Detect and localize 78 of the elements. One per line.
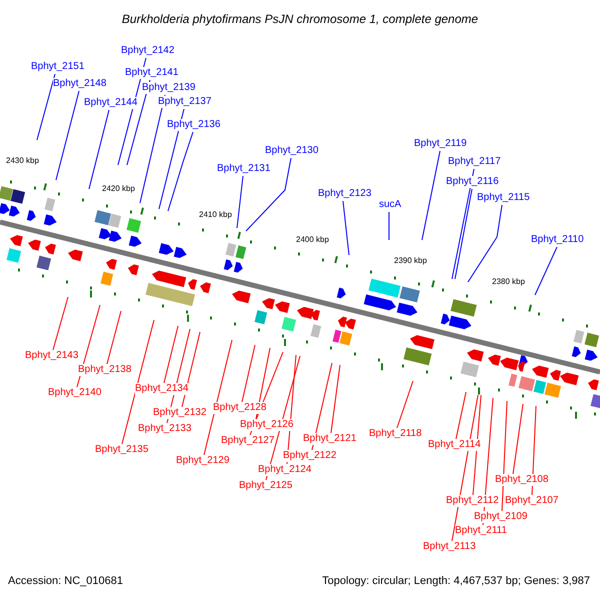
gene-label: Bphyt_2129 xyxy=(176,455,230,467)
gene-label: Bphyt_2109 xyxy=(474,511,528,523)
leader-line xyxy=(204,340,232,456)
leader-line xyxy=(388,212,390,240)
leader-line xyxy=(330,364,340,434)
gene-label: Bphyt_2110 xyxy=(531,234,584,246)
gene-label: Bphyt_2144 xyxy=(84,97,138,109)
leader-line xyxy=(454,188,472,280)
leader-line xyxy=(56,90,80,180)
leader-line xyxy=(76,304,100,388)
gene-label: Bphyt_2142 xyxy=(121,45,174,57)
gene-label: Bphyt_2126 xyxy=(240,419,294,431)
leader-line xyxy=(158,108,184,210)
leader-line xyxy=(164,326,178,384)
leader-line xyxy=(452,168,474,280)
gene-label: Bphyt_2131 xyxy=(217,163,270,175)
gene-label: Bphyt_2133 xyxy=(138,423,192,435)
gene-label: Bphyt_2134 xyxy=(135,383,188,395)
leader-line xyxy=(242,344,256,402)
gene-label: Bphyt_2123 xyxy=(318,188,372,200)
leader-line xyxy=(36,74,56,140)
gene-label: Bphyt_2132 xyxy=(153,407,206,419)
gene-label: Bphyt_2117 xyxy=(448,156,501,168)
gene-label: Bphyt_2136 xyxy=(167,119,220,131)
gene-label: Bphyt_2143 xyxy=(25,350,78,362)
scale-label: 2380 kbp xyxy=(492,276,525,288)
gene-label: Bphyt_2139 xyxy=(142,82,196,94)
gene-label: Bphyt_2114 xyxy=(428,439,481,451)
gene-label: Bphyt_2124 xyxy=(258,464,312,476)
leader-line xyxy=(396,380,414,428)
leader-line xyxy=(342,200,350,256)
genome-summary-text: Topology: circular; Length: 4,467,537 bp; Genes: 3,987 xyxy=(322,575,590,588)
leader-line xyxy=(122,320,154,444)
leader-line xyxy=(532,406,536,496)
gene-label: Bphyt_2151 xyxy=(31,61,84,73)
scale-label: 2410 kbp xyxy=(199,209,232,221)
gene-label: Bphyt_2135 xyxy=(95,444,148,456)
scale-label: 2390 kbp xyxy=(394,255,427,267)
leader-line xyxy=(534,246,558,296)
gene-label: Bphyt_2115 xyxy=(477,192,530,204)
leader-line xyxy=(422,150,440,240)
gene-label: Bphyt_2112 xyxy=(446,495,499,507)
leader-line xyxy=(88,110,110,190)
gene-label: Bphyt_2148 xyxy=(53,78,106,90)
gene-label: Bphyt_2121 xyxy=(303,433,356,445)
gene-label: Bphyt_2141 xyxy=(125,67,178,79)
leader-line xyxy=(106,310,122,364)
gene-label: Bphyt_2108 xyxy=(495,474,548,486)
leader-line xyxy=(456,392,466,440)
gene-label: Bphyt_2138 xyxy=(78,364,132,376)
gene-label: Bphyt_2128 xyxy=(213,402,266,414)
gene-label: Bphyt_2116 xyxy=(446,176,499,188)
accession-text: Accession: NC_010681 xyxy=(8,575,123,588)
leader-line xyxy=(236,176,244,228)
gene-label: Bphyt_2122 xyxy=(283,450,336,462)
leader-line xyxy=(512,404,524,474)
gene-label: Bphyt_2119 xyxy=(414,138,467,150)
leader-line xyxy=(126,80,150,166)
leader-line xyxy=(52,296,68,350)
gene-label: Bphyt_2113 xyxy=(423,541,476,553)
leader-line xyxy=(502,400,508,512)
gene-label: Bphyt_2127 xyxy=(221,435,274,447)
leader-line xyxy=(312,362,332,450)
leader-line xyxy=(468,204,502,282)
gene-label: Bphyt_2125 xyxy=(239,480,292,492)
leader-line xyxy=(140,94,166,204)
scale-label: 2420 kbp xyxy=(102,183,135,195)
gene-label: Bphyt_2111 xyxy=(455,525,507,537)
leader-line xyxy=(472,394,482,496)
gene-label: Bphyt_2137 xyxy=(158,96,212,108)
gene-label: Bphyt_2130 xyxy=(265,145,318,157)
scale-label: 2430 kbp xyxy=(6,155,39,167)
scale-label: 2400 kbp xyxy=(296,234,329,246)
gene-label: Bphyt_2118 xyxy=(369,428,422,440)
leader-line xyxy=(168,132,194,212)
gene-label: Bphyt_2107 xyxy=(505,495,558,507)
gene-label: Bphyt_2140 xyxy=(48,387,102,399)
leader-line xyxy=(246,158,292,232)
